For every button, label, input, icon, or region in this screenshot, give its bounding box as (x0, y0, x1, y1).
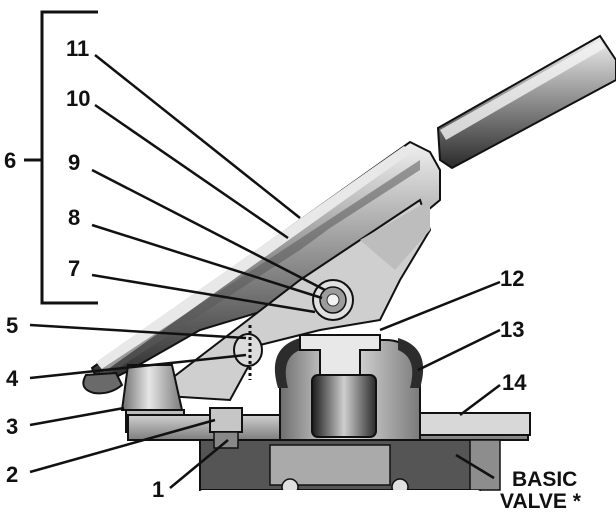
callout-6: 6 (4, 148, 16, 173)
callout-3: 3 (6, 414, 18, 439)
callout-11: 11 (66, 36, 89, 61)
callout-1: 1 (152, 477, 164, 502)
callout-7: 7 (68, 256, 80, 281)
callout-8: 8 (68, 205, 80, 230)
callout-12: 12 (500, 266, 524, 291)
callout-9: 9 (68, 150, 80, 175)
callout-4: 4 (6, 366, 19, 391)
callout-14: 14 (502, 370, 527, 395)
callout-2: 2 (6, 462, 18, 487)
basic-valve-label-line1: BASIC (512, 468, 577, 491)
basic-valve-label-line2: VALVE * (500, 490, 582, 512)
callout-5: 5 (6, 313, 18, 338)
callout-13: 13 (500, 317, 524, 342)
basic-valve-body (200, 440, 500, 508)
pedal-upper-piece (438, 36, 616, 168)
callout-10: 10 (66, 86, 90, 111)
